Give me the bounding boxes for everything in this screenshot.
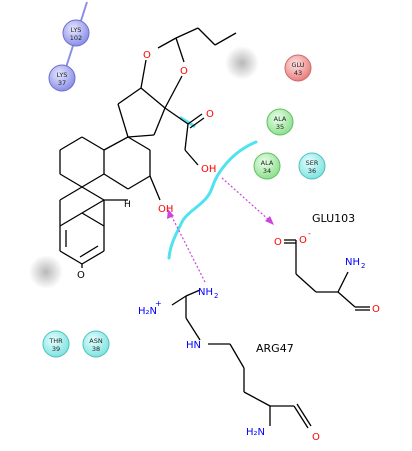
ligand-hydroxyl-label: OH	[158, 204, 173, 215]
residue-thr39: THR 39	[42, 330, 70, 358]
hbond-arrow	[169, 212, 206, 283]
solvent-exposure-shadow	[225, 46, 259, 80]
glu103-residue	[284, 239, 370, 311]
solvent-exposure-shadow	[29, 255, 63, 289]
svg-text:36: 36	[308, 167, 316, 175]
ligand-hydroxyl-label: OH	[201, 164, 216, 175]
svg-text:38: 38	[92, 345, 100, 353]
arg-aldehyde-oxygen: O	[312, 432, 320, 443]
arg-imine-label: HN	[186, 340, 201, 351]
svg-text:43: 43	[294, 69, 302, 77]
glu-carboxylate-oxygen: O	[299, 235, 307, 246]
glu103-label: GLU103	[312, 212, 355, 225]
glu-amine-subscript: 2	[361, 262, 365, 270]
arg-guanidinium-n-left: H₂N	[138, 306, 157, 317]
glu-amine-label: NH	[345, 257, 360, 268]
glu-aldehyde-oxygen: O	[372, 304, 380, 315]
svg-text:ALA: ALA	[274, 115, 287, 123]
svg-text:37: 37	[58, 79, 66, 87]
arg-guanidinium-charge: +	[155, 299, 162, 308]
residue-ser36: SER 36	[298, 152, 326, 180]
arg-amine-label: H₂N	[246, 427, 265, 438]
ligand-oxygen-label: O	[180, 66, 188, 77]
svg-text:LYS: LYS	[57, 71, 68, 79]
ligand-enone-label: O	[77, 270, 85, 281]
ligand-oxygen-label: O	[143, 50, 151, 61]
hbond-arrowhead	[167, 209, 174, 219]
svg-text:LYS: LYS	[71, 26, 82, 34]
residue-glu43: GLU 43	[284, 54, 312, 82]
binding-pocket-outline	[167, 140, 258, 260]
arg47-residue	[171, 289, 312, 429]
residue-lys102: LYS 102	[62, 19, 90, 47]
svg-text:39: 39	[52, 345, 60, 353]
svg-text:ASN: ASN	[89, 337, 103, 345]
ligand-hydrogen-label: H	[124, 200, 131, 210]
residue-ala34: ALA 34	[253, 152, 281, 180]
glu-carboxylate-charge: -	[308, 229, 311, 238]
svg-text:THR: THR	[48, 337, 63, 345]
svg-text:SER: SER	[306, 159, 319, 167]
arg-guanidinium-n-right-subscript: 2	[214, 292, 218, 300]
arg-guanidinium-n-right: NH	[198, 287, 213, 298]
hbond-arrow	[221, 177, 271, 222]
svg-text:102: 102	[70, 34, 82, 42]
arg47-label: ARG47	[256, 342, 294, 355]
svg-text:ALA: ALA	[261, 159, 274, 167]
glu-carboxyl-oxygen: O	[274, 237, 282, 248]
residue-ala35: ALA 35	[266, 108, 294, 136]
svg-text:34: 34	[263, 167, 271, 175]
residue-lys37: LYS 37	[48, 64, 76, 92]
svg-text:GLU: GLU	[291, 61, 304, 69]
hbond-arrowhead	[265, 216, 274, 225]
svg-text:35: 35	[276, 123, 284, 131]
ligand-ketone-label: O	[206, 109, 214, 120]
residue-asn38: ASN 38	[82, 330, 110, 358]
ligand-molecule	[59, 27, 237, 268]
